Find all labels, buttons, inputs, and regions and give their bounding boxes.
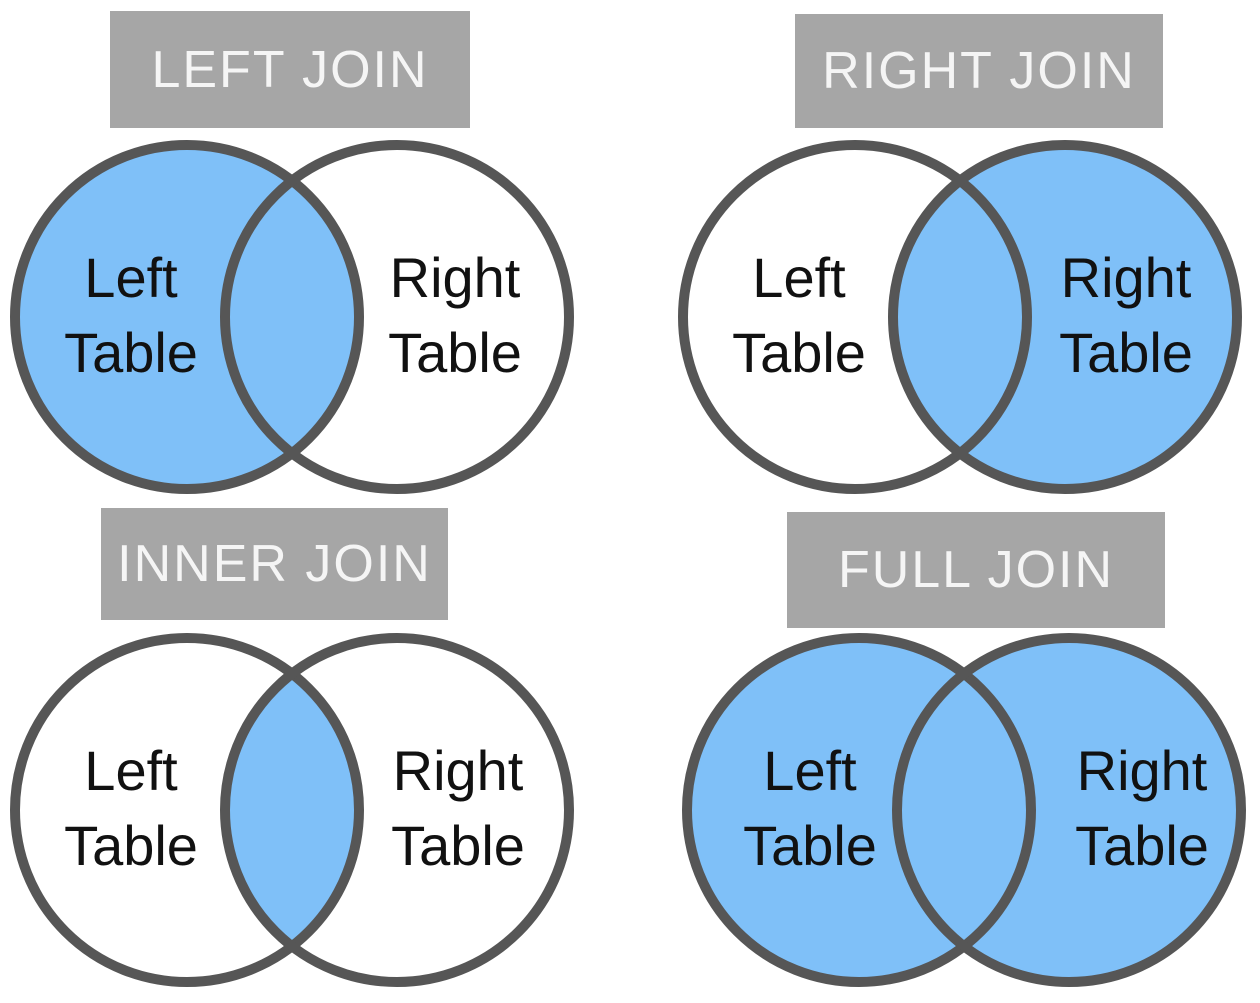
right-table-label-line1: Right [393, 739, 524, 802]
left-circle-outline [678, 140, 1032, 494]
right-circle-fill [897, 638, 1241, 982]
right-table-label-line1: Right [1077, 739, 1208, 802]
right-table-label-line1: Right [1061, 246, 1192, 309]
left-circle-outline [10, 140, 364, 494]
right-join-panel: RIGHT JOIN Left Table Right Table [630, 0, 1260, 502]
left-table-label-line2: Table [732, 321, 866, 384]
full-join-venn-diagram: Left Table Right Table [682, 633, 1246, 987]
inner-join-panel: INNER JOIN Left Table Right Table [0, 502, 630, 1003]
right-circle-fill [893, 145, 1237, 489]
right-table-label-line1: Right [390, 246, 521, 309]
left-table-label-line2: Table [64, 321, 198, 384]
left-table-label-line1: Left [763, 739, 857, 802]
right-table-label-line2: Table [1059, 321, 1193, 384]
intersection-region-fill [225, 638, 359, 982]
left-table-label-line2: Table [743, 814, 877, 877]
full-join-panel: FULL JOIN Left Table Right Table [630, 502, 1260, 1003]
left-join-title: LEFT JOIN [110, 11, 470, 128]
right-circle-outline [220, 140, 574, 494]
right-circle-outline [892, 633, 1246, 987]
left-circle-outline [10, 633, 364, 987]
inner-join-venn-diagram: Left Table Right Table [10, 633, 574, 987]
right-circle-outline [220, 633, 574, 987]
right-join-venn-diagram: Left Table Right Table [678, 140, 1242, 494]
right-table-label-line2: Table [1075, 814, 1209, 877]
right-join-title: RIGHT JOIN [795, 14, 1163, 128]
left-circle-outline [682, 633, 1036, 987]
right-table-label-line2: Table [388, 321, 522, 384]
left-table-label-line1: Left [84, 739, 178, 802]
full-join-title: FULL JOIN [787, 512, 1165, 628]
inner-join-title: INNER JOIN [101, 508, 448, 620]
right-table-label-line2: Table [391, 814, 525, 877]
left-circle-fill [15, 145, 359, 489]
left-table-label-line1: Left [752, 246, 846, 309]
left-join-panel: LEFT JOIN Left Table Right Table [0, 0, 630, 502]
left-table-label-line1: Left [84, 246, 178, 309]
right-circle-outline [888, 140, 1242, 494]
left-join-venn-diagram: Left Table Right Table [10, 140, 574, 494]
left-table-label-line2: Table [64, 814, 198, 877]
